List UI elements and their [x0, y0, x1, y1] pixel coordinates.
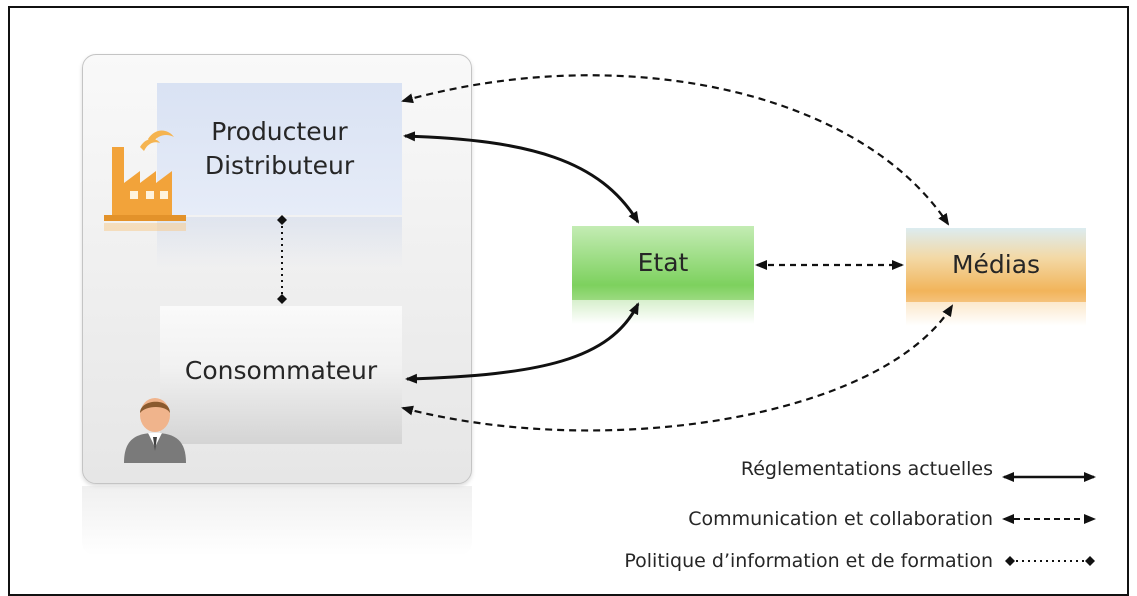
- producteur-distributeur-node: Producteur Distributeur: [157, 83, 402, 215]
- communication-link-consommateur-medias: [401, 304, 954, 432]
- producteur-label: Producteur: [211, 117, 348, 146]
- legend-politique-label: Politique d’information et de formation: [624, 550, 993, 572]
- consommateur-node: Consommateur: [160, 306, 402, 444]
- consommateur-label: Consommateur: [184, 356, 378, 385]
- medias-label: Médias: [951, 250, 1041, 279]
- group-reflection: [82, 486, 472, 556]
- regulation-link-producteur-etat: [403, 131, 640, 224]
- person-icon: [124, 398, 186, 463]
- factory-icon: [104, 130, 186, 231]
- medias-node: Médias: [906, 228, 1086, 302]
- distributeur-label: Distributeur: [204, 151, 355, 180]
- etat-label: Etat: [637, 248, 689, 277]
- legend-reglementations-label: Réglementations actuelles: [740, 458, 993, 480]
- regulation-link-consommateur-etat: [405, 302, 640, 384]
- communication-link-producteur-medias: [401, 74, 950, 226]
- legend-communication-label: Communication et collaboration: [688, 508, 993, 530]
- etat-node: Etat: [572, 226, 754, 300]
